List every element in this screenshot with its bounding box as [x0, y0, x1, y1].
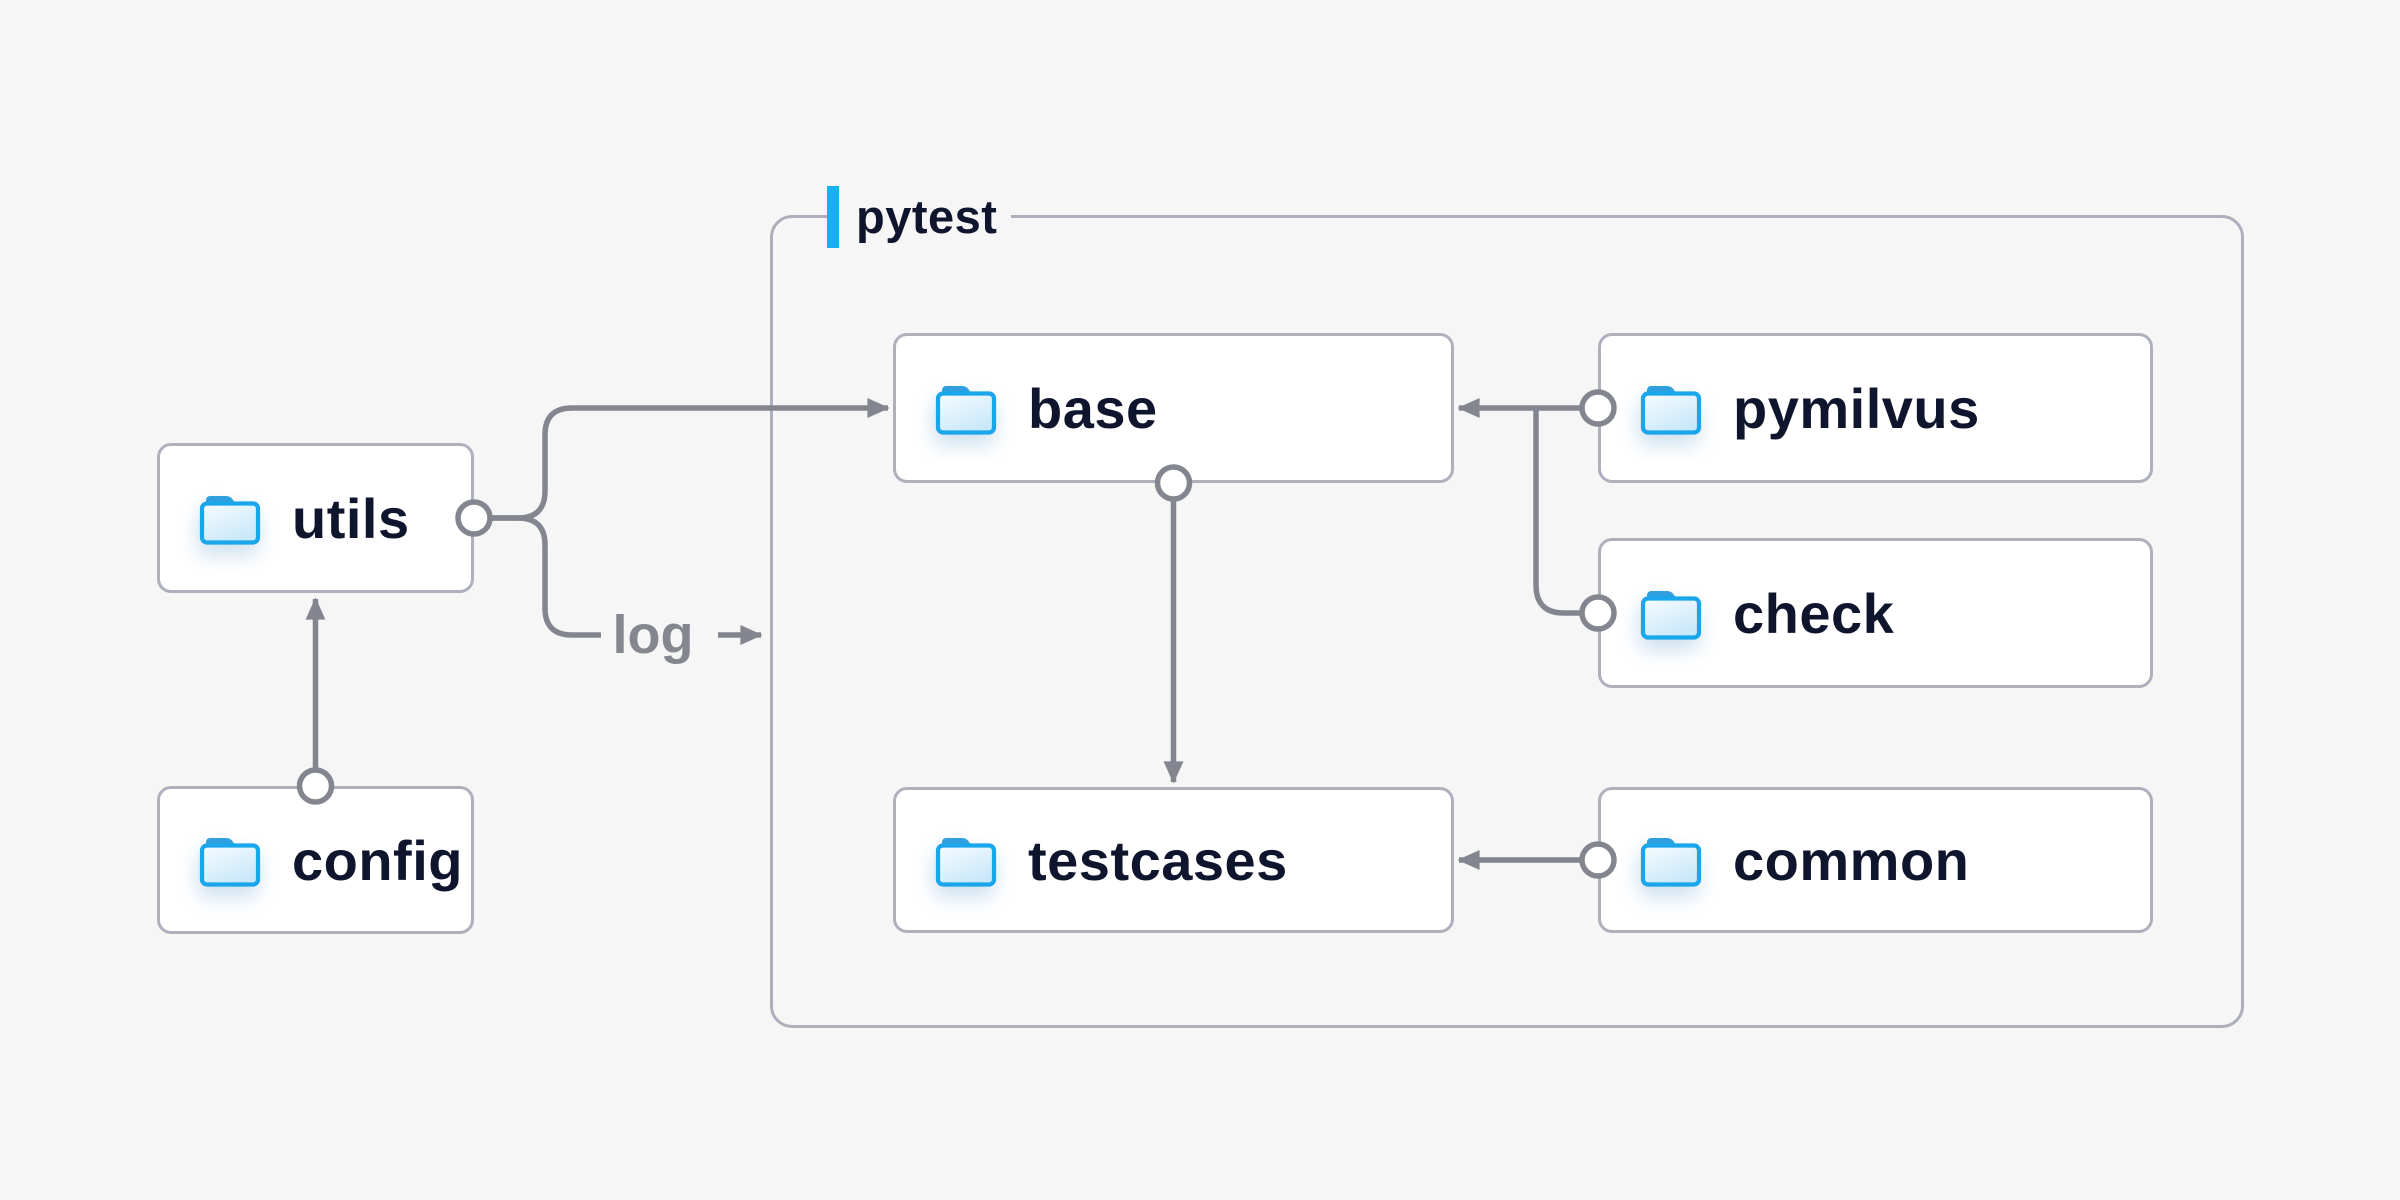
node-utils-label: utils: [292, 486, 410, 550]
node-check: check: [1598, 538, 2153, 688]
folder-icon: [1640, 591, 1702, 640]
node-base-label: base: [1028, 376, 1158, 440]
pytest-group-label-text: pytest: [856, 190, 998, 243]
folder-icon: [199, 496, 261, 545]
edge-label-log: log: [612, 605, 694, 665]
accent-bar: [827, 186, 839, 248]
edge-utils-log: [490, 515, 601, 638]
node-config: config: [157, 786, 474, 934]
folder-icon: [1640, 386, 1702, 435]
node-common: common: [1598, 787, 2153, 933]
node-base: base: [893, 333, 1454, 483]
node-pymilvus: pymilvus: [1598, 333, 2153, 483]
folder-icon: [935, 838, 997, 887]
node-testcases-label: testcases: [1028, 828, 1288, 892]
folder-icon: [1640, 838, 1702, 887]
pytest-group-label: pytest: [827, 184, 1012, 250]
node-utils: utils: [157, 443, 474, 593]
node-pymilvus-label: pymilvus: [1733, 376, 1980, 440]
folder-icon: [935, 386, 997, 435]
folder-icon: [199, 838, 261, 887]
node-check-label: check: [1733, 581, 1895, 645]
node-testcases: testcases: [893, 787, 1454, 933]
node-config-label: config: [292, 828, 463, 892]
pytest-group: pytest: [770, 184, 2244, 1028]
node-common-label: common: [1733, 828, 1970, 892]
